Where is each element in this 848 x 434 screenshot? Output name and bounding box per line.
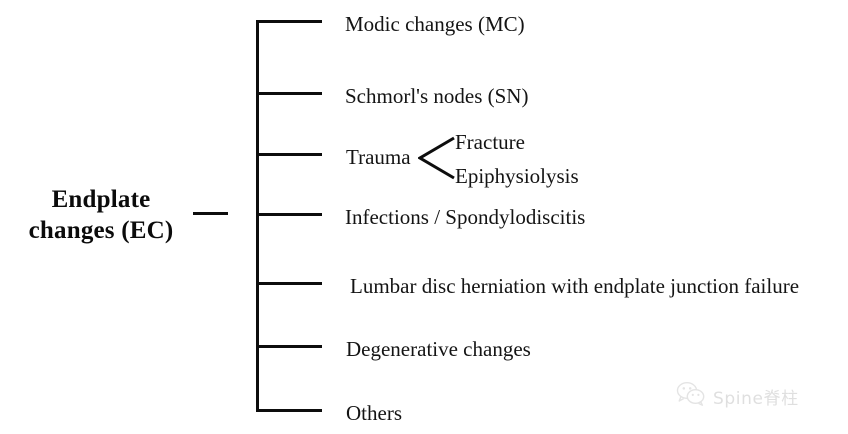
branch-line-2 <box>256 92 322 95</box>
leaf-infections: Infections / Spondylodiscitis <box>345 205 586 229</box>
branch-line-3 <box>256 153 322 156</box>
leaf-schmorls-nodes: Schmorl's nodes (SN) <box>345 84 529 108</box>
branch-line-4 <box>256 213 322 216</box>
leaf-degenerative-changes: Degenerative changes <box>346 337 531 361</box>
branch-line-6 <box>256 345 322 348</box>
root-node-label: Endplate changes (EC) <box>8 184 194 246</box>
leaf-modic-changes: Modic changes (MC) <box>345 12 525 36</box>
branch-line-1 <box>256 20 322 23</box>
angle-bracket-icon <box>417 136 455 180</box>
watermark-label: Spine脊柱 <box>713 389 799 409</box>
sub-leaf-epiphysiolysis: Epiphysiolysis <box>455 164 579 188</box>
bracket-trunk-line <box>256 20 259 412</box>
root-label-line-1: Endplate <box>51 186 151 213</box>
wechat-icon <box>676 381 706 412</box>
leaf-trauma: Trauma <box>346 145 411 169</box>
root-label-line-2: changes (EC) <box>28 217 174 244</box>
leaf-lumbar-disc-herniation: Lumbar disc herniation with endplate jun… <box>350 274 800 298</box>
trauma-sub-branch-connector <box>417 136 456 180</box>
branch-line-5 <box>256 282 322 285</box>
leaf-others: Others <box>346 401 402 425</box>
sub-leaf-fracture: Fracture <box>455 130 525 154</box>
branch-line-7 <box>256 409 322 412</box>
watermark: Spine脊柱 <box>676 381 799 412</box>
root-connector-line <box>193 212 228 215</box>
